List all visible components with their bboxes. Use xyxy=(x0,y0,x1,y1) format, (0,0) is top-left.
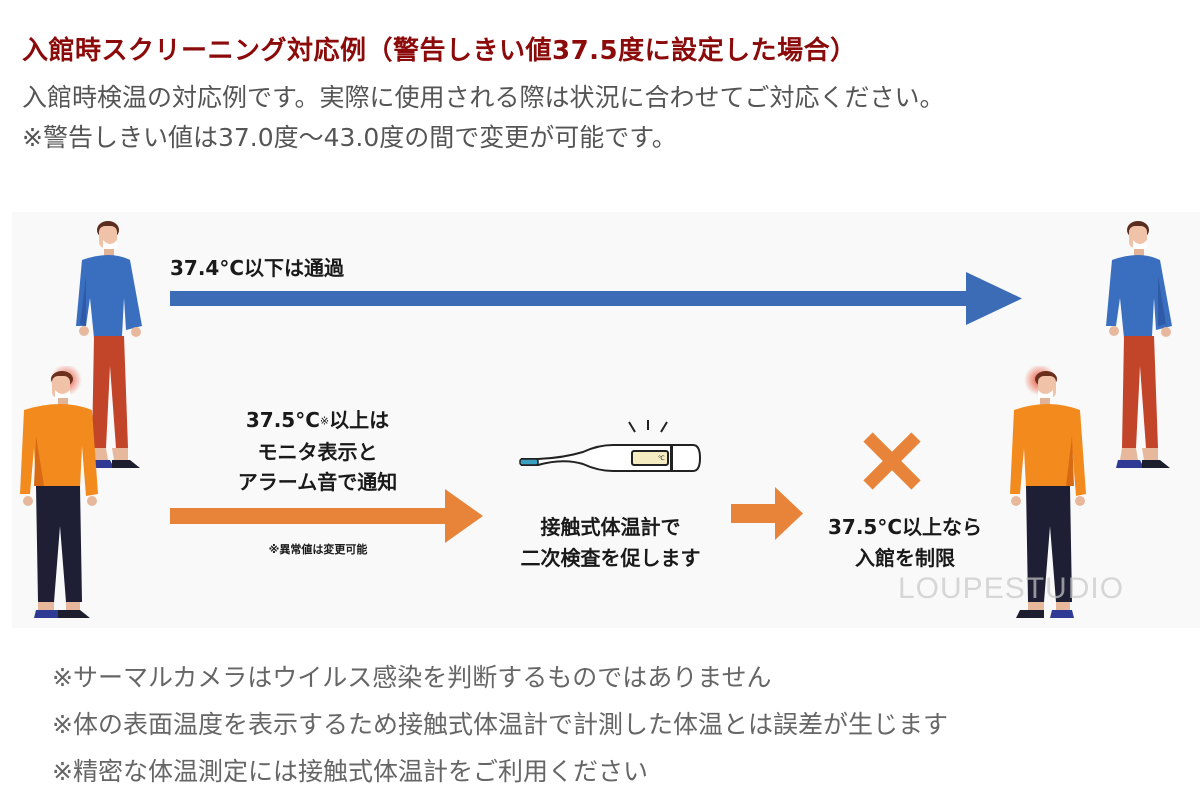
pass-arrow-icon xyxy=(170,272,1022,325)
deny-x-icon xyxy=(863,432,921,490)
alarm-label-mark: ※ xyxy=(319,414,330,428)
footnote-precise-measurement: ※精密な体温測定には接触式体温計をご利用ください xyxy=(52,757,648,786)
person-normal-temp-right xyxy=(1106,221,1172,468)
restrict-line1: 37.5°C以上なら xyxy=(827,515,983,539)
alarm-label: 37.5°C※以上は モニタ表示と アラーム音で通知 xyxy=(210,405,425,497)
person-normal-temp-left xyxy=(76,221,142,468)
recheck-label: 接触式体温計で 二次検査を促します xyxy=(488,512,733,574)
person-high-temp-left xyxy=(20,366,98,618)
footnote-surface-temp: ※体の表面温度を表示するため接触式体温計で計測した体温とは誤差が生じます xyxy=(52,710,948,739)
restrict-line2: 入館を制限 xyxy=(855,546,955,570)
intro-text: 入館時検温の対応例です。実際に使用される際は状況に合わせてご対応ください。 xyxy=(22,83,945,112)
threshold-note: ※警告しきい値は37.0度〜43.0度の間で変更が可能です。 xyxy=(22,123,677,152)
next-step-arrow-icon xyxy=(731,487,803,540)
person-high-temp-right xyxy=(1010,366,1086,618)
flow-diagram-panel xyxy=(12,212,1200,628)
page-title: 入館時スクリーニング対応例（警告しきい値37.5度に設定した場合） xyxy=(22,36,857,66)
alarm-label-line2: モニタ表示と xyxy=(257,439,378,464)
alarm-label-suffix: 以上は xyxy=(329,408,390,432)
watermark-logo: LOUPESTUDIO xyxy=(898,572,1125,605)
thermometer-unit: ℃ xyxy=(658,455,665,462)
alarm-arrow-icon xyxy=(170,489,483,543)
restrict-label: 37.5°C以上なら 入館を制限 xyxy=(810,512,1000,574)
abnormal-value-note: ※異常値は変更可能 xyxy=(268,543,368,556)
recheck-line2: 二次検査を促します xyxy=(520,546,701,570)
alarm-label-temp: 37.5°C xyxy=(245,408,320,432)
alarm-label-line3: アラーム音で通知 xyxy=(237,469,398,494)
recheck-line1: 接触式体温計で xyxy=(540,515,681,539)
pass-label: 37.4°C以下は通過 xyxy=(170,256,345,280)
footnote-thermal-camera: ※サーマルカメラはウイルス感染を判断するものではありません xyxy=(52,663,772,692)
thermometer-icon: ℃ xyxy=(519,420,702,472)
